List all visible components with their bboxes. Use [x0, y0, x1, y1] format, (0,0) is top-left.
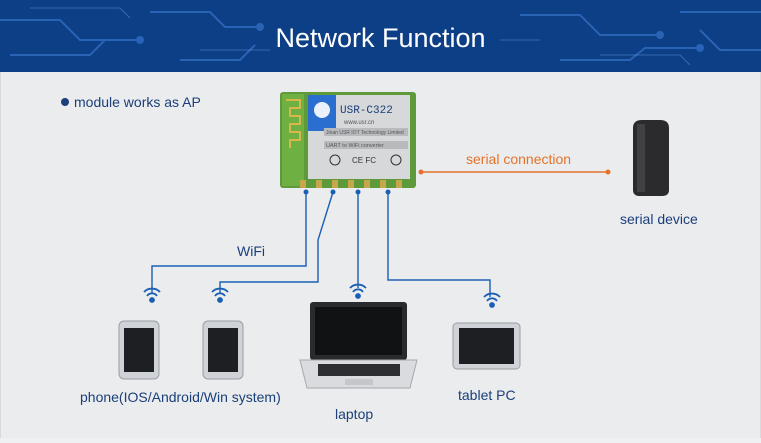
- wifi-label: WiFi: [237, 243, 265, 259]
- wifi-module-icon: USR-C322 www.usr.cn Jinan USR IOT Techno…: [280, 92, 416, 188]
- ap-mode-note: module works as AP: [74, 94, 201, 110]
- tablet-icon: [452, 322, 521, 370]
- module-line2-label: UART to WiFi converter: [326, 143, 384, 149]
- phone-label: phone(IOS/Android/Win system): [80, 389, 281, 405]
- header-banner: Network Function: [0, 0, 761, 72]
- wifi-signal-icon: [143, 287, 161, 303]
- laptop-icon: [299, 302, 418, 389]
- line-to-phone-2: [219, 191, 334, 293]
- wifi-signal-icon: [211, 287, 229, 303]
- module-website-label: www.usr.cn: [343, 120, 374, 126]
- wifi-signal-icon: [349, 283, 367, 299]
- circuit-pattern: [0, 7, 761, 66]
- laptop-label: laptop: [335, 406, 374, 422]
- serial-connection-line: [418, 169, 611, 175]
- connection-dots: [303, 189, 391, 195]
- wifi-signal-icon: [483, 292, 501, 308]
- module-cert-label: CE FC: [352, 156, 376, 165]
- serial-device-label: serial device: [620, 211, 698, 227]
- wifi-signal-icons: [143, 283, 501, 308]
- serial-device-icon: [633, 120, 669, 196]
- module-line1-label: Jinan USR IOT Technology Limited: [326, 130, 404, 136]
- tablet-label: tablet PC: [458, 387, 516, 403]
- line-to-phone-1: [151, 192, 307, 293]
- serial-connection-label: serial connection: [466, 151, 572, 167]
- page-title: Network Function: [275, 23, 486, 53]
- wifi-connection-lines: [151, 191, 491, 297]
- module-model-label: USR-C322: [340, 105, 393, 117]
- phone-icon: [202, 320, 244, 380]
- bullet-dot: [61, 98, 69, 106]
- phone-icon: [118, 320, 160, 380]
- line-to-tablet: [387, 192, 491, 297]
